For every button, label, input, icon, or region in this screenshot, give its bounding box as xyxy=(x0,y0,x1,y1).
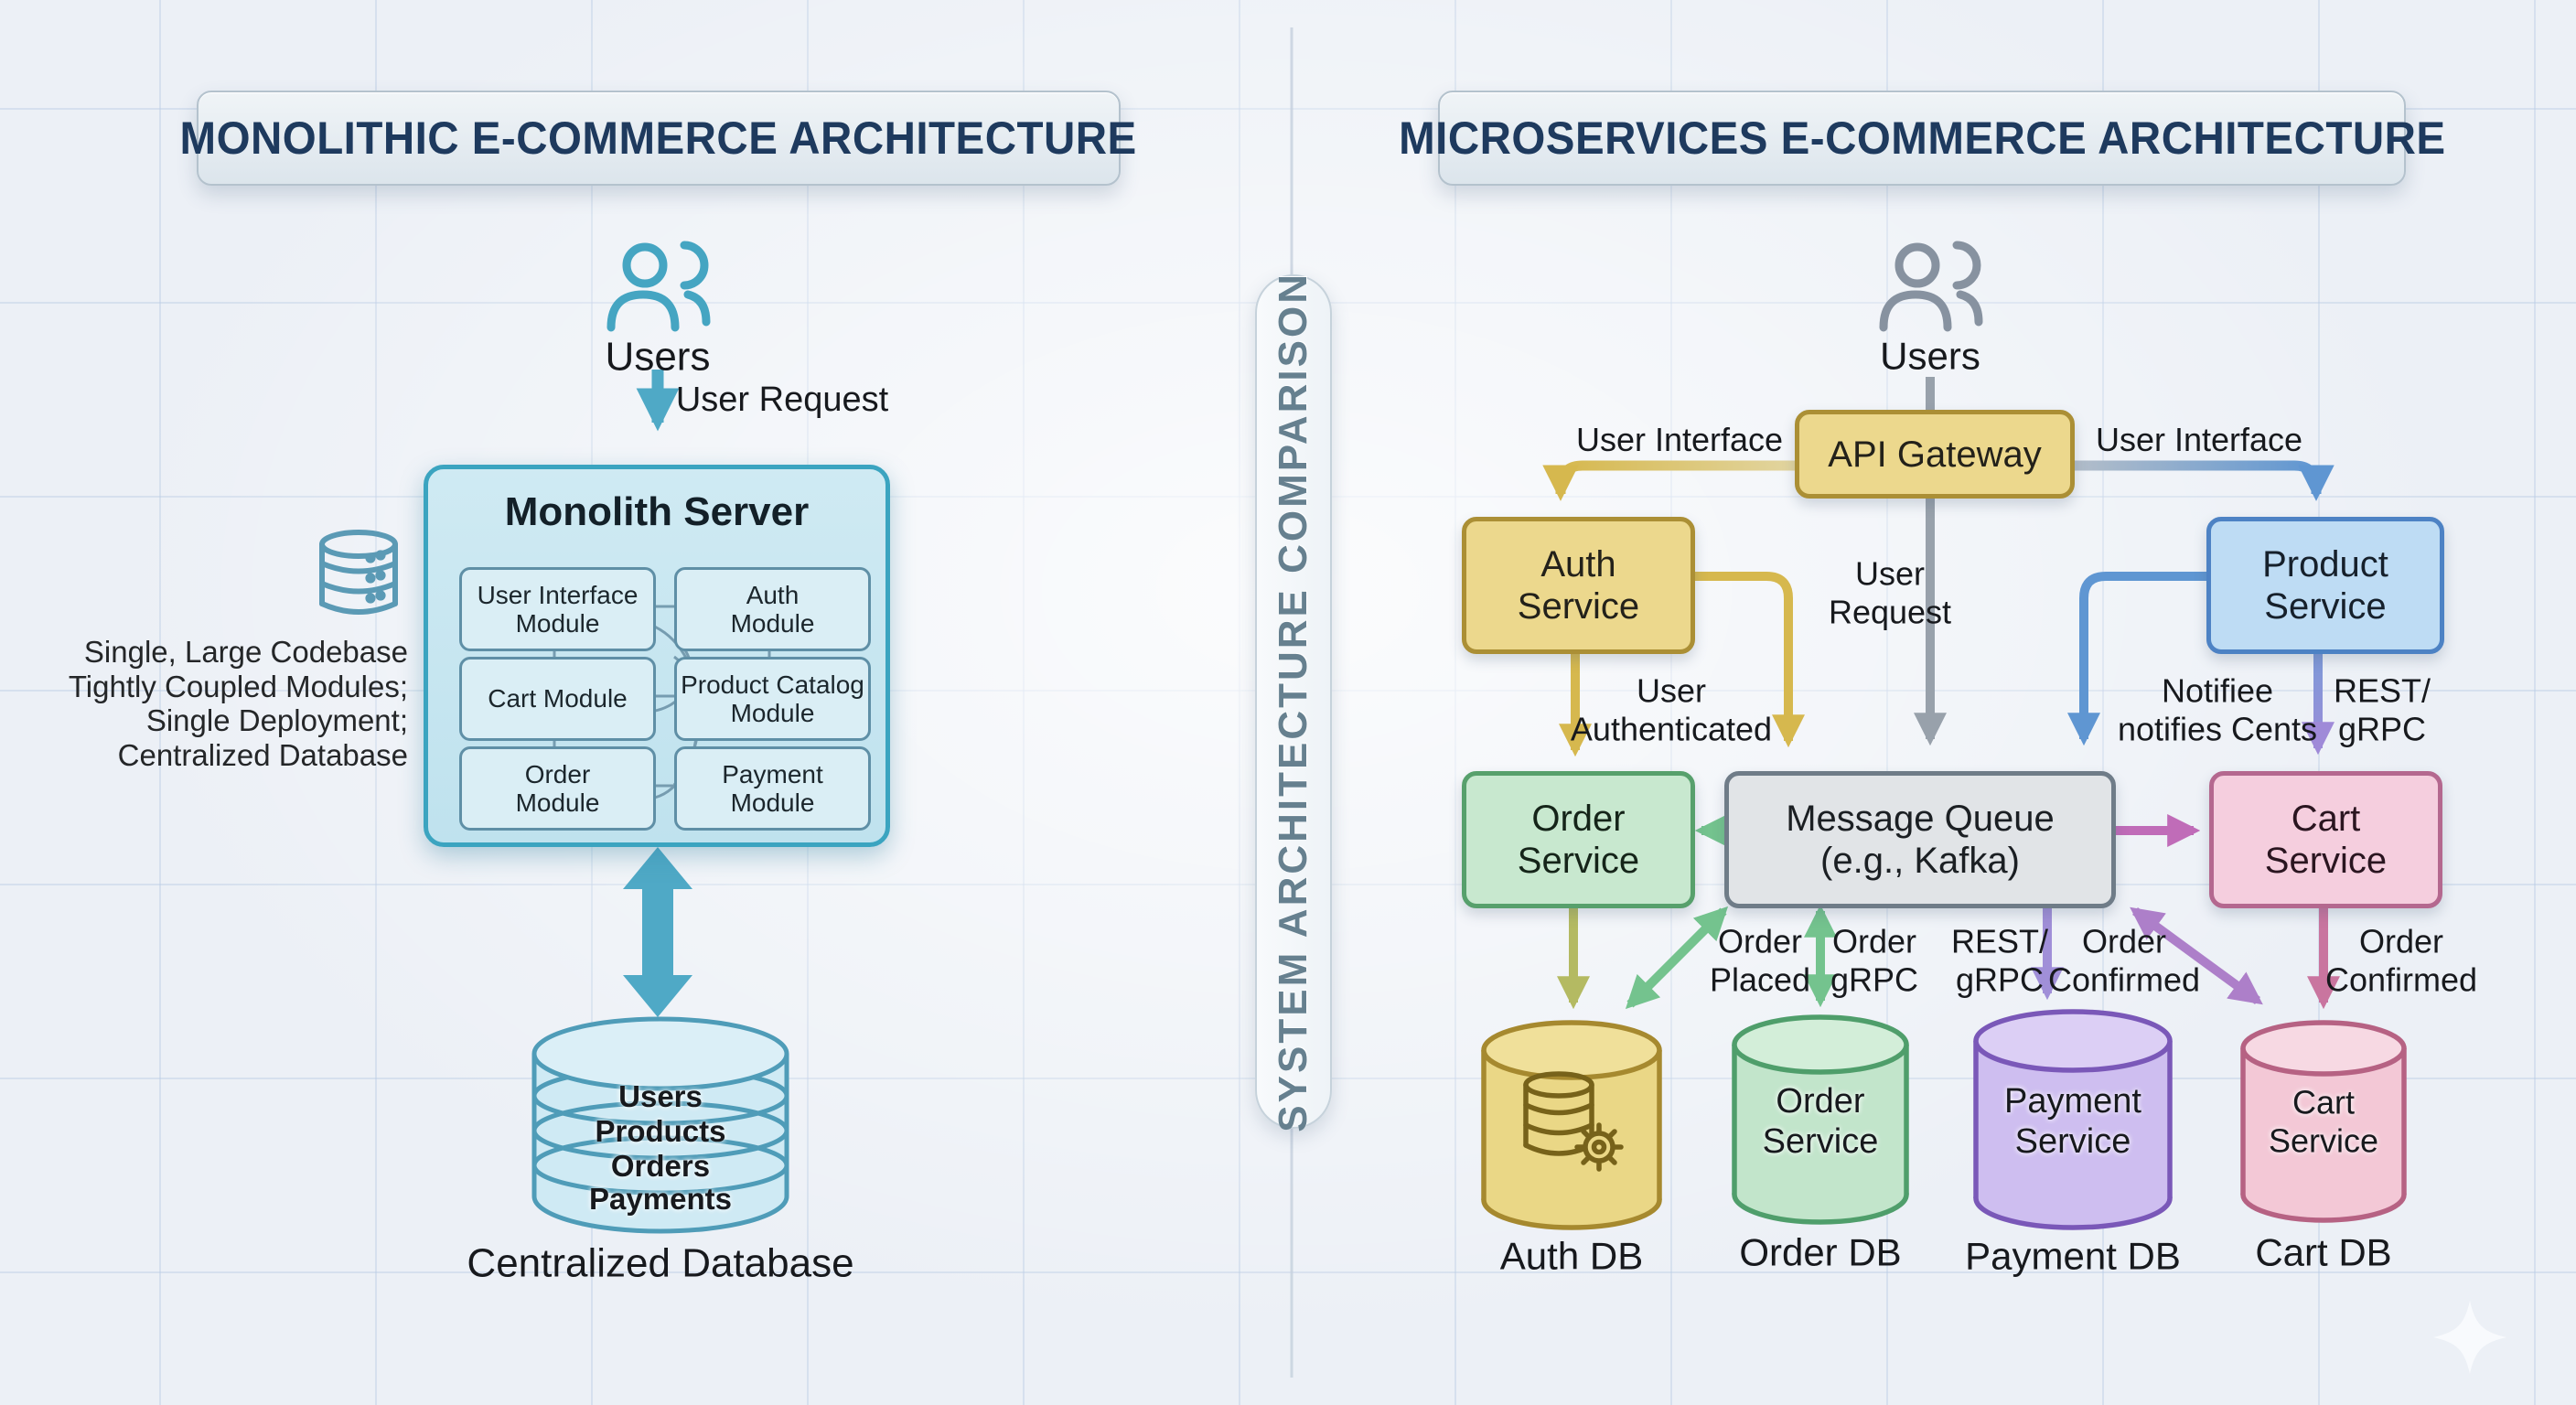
microservices-title-bar: MICROSERVICES E-COMMERCE ARCHITECTURE xyxy=(1399,91,2445,186)
monolith-server-title: Monolith Server xyxy=(504,489,810,534)
annotation-line: Single Deployment; xyxy=(145,703,408,738)
rest-grpc-payment-label: REST/ gRPC xyxy=(1950,922,2049,998)
message-queue-box: Message Queue(e.g., Kafka) xyxy=(1724,771,2116,908)
users-icon-right xyxy=(1879,241,1983,332)
comparison-banner: SYSTEM ARCHITECTURE COMPARISON xyxy=(1255,271,1332,1132)
order-confirmed-queue-arrow xyxy=(2130,906,2263,1005)
auth-db-cylinder xyxy=(1481,1020,1662,1230)
order-grpc-label: Order gRPC xyxy=(1830,922,1919,998)
user-request-label-left: User Request xyxy=(675,380,889,419)
message-queue-line2: (e.g., Kafka) xyxy=(1820,841,2020,881)
order-db-label: Order DB xyxy=(1739,1230,1902,1274)
order-db-inner-text: Order Service xyxy=(1762,1081,1879,1161)
order-confirmed-cart-label: Order Confirmed xyxy=(2324,922,2478,998)
module-payment: Payment Module xyxy=(674,746,871,831)
rest-grpc-product-label: REST/ gRPC xyxy=(2333,671,2431,747)
order-db-cylinder xyxy=(1732,1014,1909,1225)
monolithic-title-bar: MONOLITHIC E-COMMERCE ARCHITECTURE xyxy=(180,91,1137,186)
module-auth: Auth Module xyxy=(674,567,871,651)
database-stack-icon xyxy=(319,530,398,615)
order-placed-label: Order Placed xyxy=(1709,922,1811,998)
db-row-users: Users xyxy=(618,1078,703,1113)
annotation-line: Centralized Database xyxy=(117,737,408,772)
product-service-box: Product Service xyxy=(2206,517,2444,654)
cart-db-label: Cart DB xyxy=(2255,1230,2392,1274)
auth-service-box: Auth Service xyxy=(1462,517,1695,654)
users-label-right: Users xyxy=(1880,334,1980,378)
user-request-label-right: User Request xyxy=(1828,554,1952,630)
users-icon-left xyxy=(606,241,711,332)
user-interface-label-left: User Interface xyxy=(1575,421,1784,459)
gateway-to-auth-arrow xyxy=(1542,460,1795,501)
message-queue-line1: Message Queue xyxy=(1786,799,2055,839)
cart-db-cylinder xyxy=(2240,1020,2407,1223)
message-queue-label: Message Queue(e.g., Kafka) xyxy=(1786,798,2055,882)
module-cart: Cart Module xyxy=(459,657,656,741)
annotation-line: Tightly Coupled Modules; xyxy=(68,669,408,703)
user-interface-label-right: User Interface xyxy=(2095,421,2303,459)
api-gateway-box: API Gateway xyxy=(1795,410,2075,499)
product-to-queue-arrow xyxy=(2067,572,2206,746)
order-service-box: Order Service xyxy=(1462,771,1695,908)
module-order: Order Module xyxy=(459,746,656,831)
order-confirmed-queue-label: Order Confirmed xyxy=(2047,922,2201,998)
monolith-annotation: Single, Large Codebase Tightly Coupled M… xyxy=(66,635,408,772)
comparison-banner-label: SYSTEM ARCHITECTURE COMPARISON xyxy=(1271,271,1315,1132)
payment-db-inner-text: Payment Service xyxy=(2004,1081,2141,1161)
monolithic-title: MONOLITHIC E-COMMERCE ARCHITECTURE xyxy=(179,113,1138,164)
monolith-server-box: Monolith Server User Interface Module Au… xyxy=(424,465,890,847)
cart-service-box: Cart Service xyxy=(2209,771,2442,908)
order-placed-arrow xyxy=(1625,906,1729,1010)
microservices-title: MICROSERVICES E-COMMERCE ARCHITECTURE xyxy=(1398,113,2446,164)
annotation-line: Single, Large Codebase xyxy=(83,635,408,669)
auth-db-icon xyxy=(1523,1071,1624,1172)
auth-db-label: Auth DB xyxy=(1499,1234,1644,1278)
user-authenticated-label: User Authenticated xyxy=(1570,671,1773,747)
module-product-catalog: Product Catalog Module xyxy=(674,657,871,741)
centralized-database-label: Centralized Database xyxy=(467,1240,854,1286)
gateway-to-product-arrow xyxy=(2066,460,2334,501)
server-db-double-arrow xyxy=(623,847,692,1017)
cart-db-inner-text: Cart Service xyxy=(2268,1083,2379,1159)
db-row-orders: Orders xyxy=(610,1148,711,1183)
notifiee-label: Notifiee notifies Cents xyxy=(2117,671,2318,747)
db-row-products: Products xyxy=(595,1113,726,1148)
sparkle-decoration xyxy=(2433,1301,2506,1374)
payment-db-label: Payment DB xyxy=(1965,1234,2181,1278)
module-user-interface: User Interface Module xyxy=(459,567,656,651)
auth-to-queue-arrow xyxy=(1686,572,1805,748)
centralized-database-cylinder xyxy=(531,1016,789,1234)
users-label-left: Users xyxy=(605,334,711,380)
payment-db-cylinder xyxy=(1973,1009,2173,1230)
db-row-payments: Payments xyxy=(589,1181,732,1216)
